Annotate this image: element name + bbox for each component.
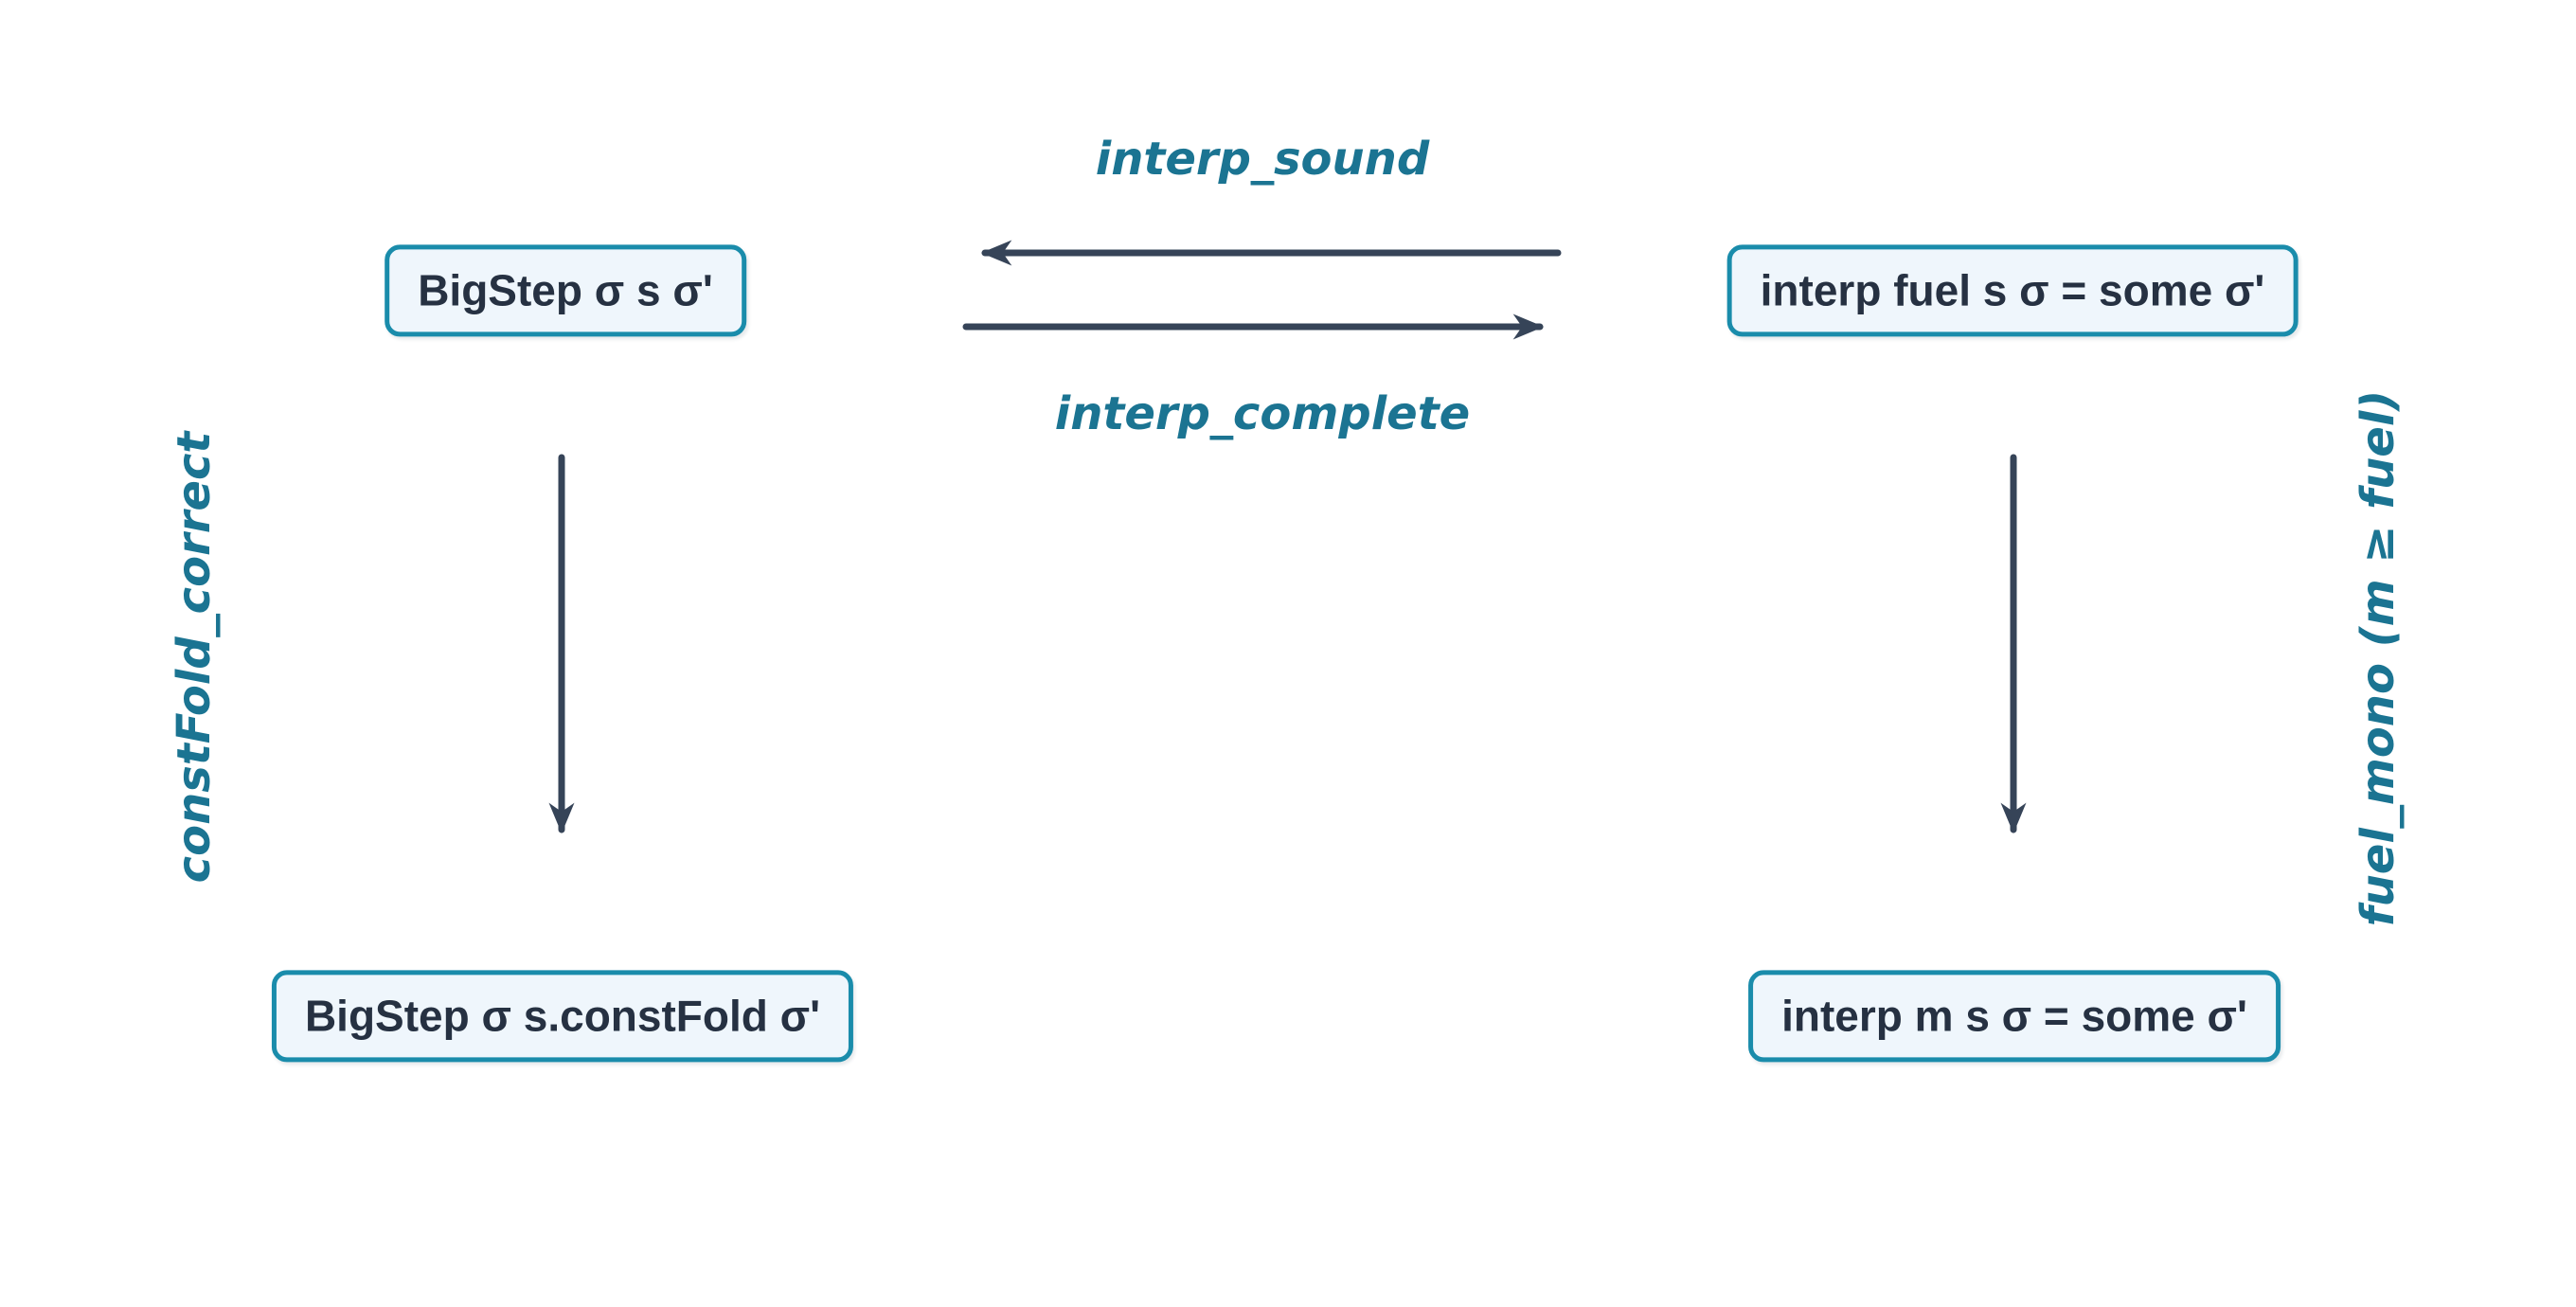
node-interp-m: interp m s σ = some σ' bbox=[1748, 970, 2281, 1063]
edge-label-fuel-mono: fuel_mono (m ≥ fuel) bbox=[2352, 389, 2405, 927]
edge-label-interp-sound: interp_sound bbox=[1095, 133, 1430, 186]
edge-label-interp-complete: interp_complete bbox=[1054, 387, 1471, 440]
node-bigstep-constfold: BigStep σ s.constFold σ' bbox=[271, 970, 854, 1063]
node-interp-fuel: interp fuel s σ = some σ' bbox=[1726, 244, 2299, 337]
node-bigstep-top: BigStep σ s σ' bbox=[385, 244, 746, 337]
edge-label-constfold-correct: constFold_correct bbox=[168, 431, 221, 884]
